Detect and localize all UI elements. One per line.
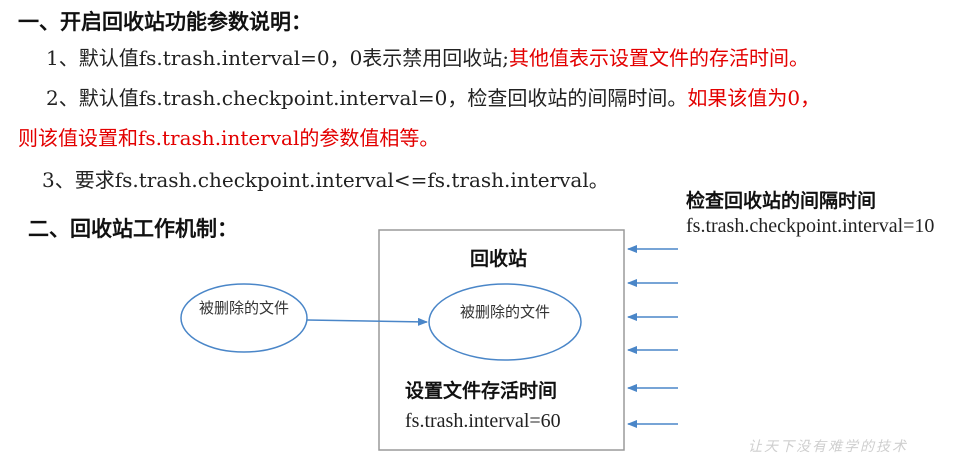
item2-red-line2: 则该值设置和fs.trash.interval的参数值相等。 [18,126,440,150]
item1: 1、默认值fs.trash.interval=0，0表示禁用回收站;其他值表示设… [46,42,809,71]
deleted-file-outer-label: 被删除的文件 [198,299,289,317]
checkpoint-arrows [627,245,678,428]
move-to-trash-arrow [306,317,428,326]
item1-text: 1、默认值fs.trash.interval=0，0表示禁用回收站; [46,46,510,70]
checkpoint-value: fs.trash.checkpoint.interval=10 [686,215,935,237]
trash-box [378,229,625,451]
item2-text: 2、默认值fs.trash.checkpoint.interval=0，检查回收… [46,86,688,110]
item2-red-text: 如果该值为0， [687,86,821,110]
item2: 2、默认值fs.trash.checkpoint.interval=0，检查回收… [46,82,820,111]
deleted-file-inner-label: 被删除的文件 [459,303,550,321]
deleted-file-ellipse-inner [428,283,582,361]
item1-red-text: 其他值表示设置文件的存活时间。 [509,46,810,70]
section2-title: 二、回收站工作机制： [28,217,238,241]
item3: 3、要求fs.trash.checkpoint.interval<=fs.tra… [42,168,609,192]
checkpoint-label: 检查回收站的间隔时间 [686,190,877,212]
watermark: 让天下没有难学的技术 [748,439,908,455]
deleted-file-ellipse-outer [180,283,308,353]
trash-title: 回收站 [470,248,528,270]
section1-title: 一、开启回收站功能参数说明： [18,10,312,34]
lifetime-label: 设置文件存活时间 [405,380,558,402]
lifetime-value: fs.trash.interval=60 [405,410,561,432]
